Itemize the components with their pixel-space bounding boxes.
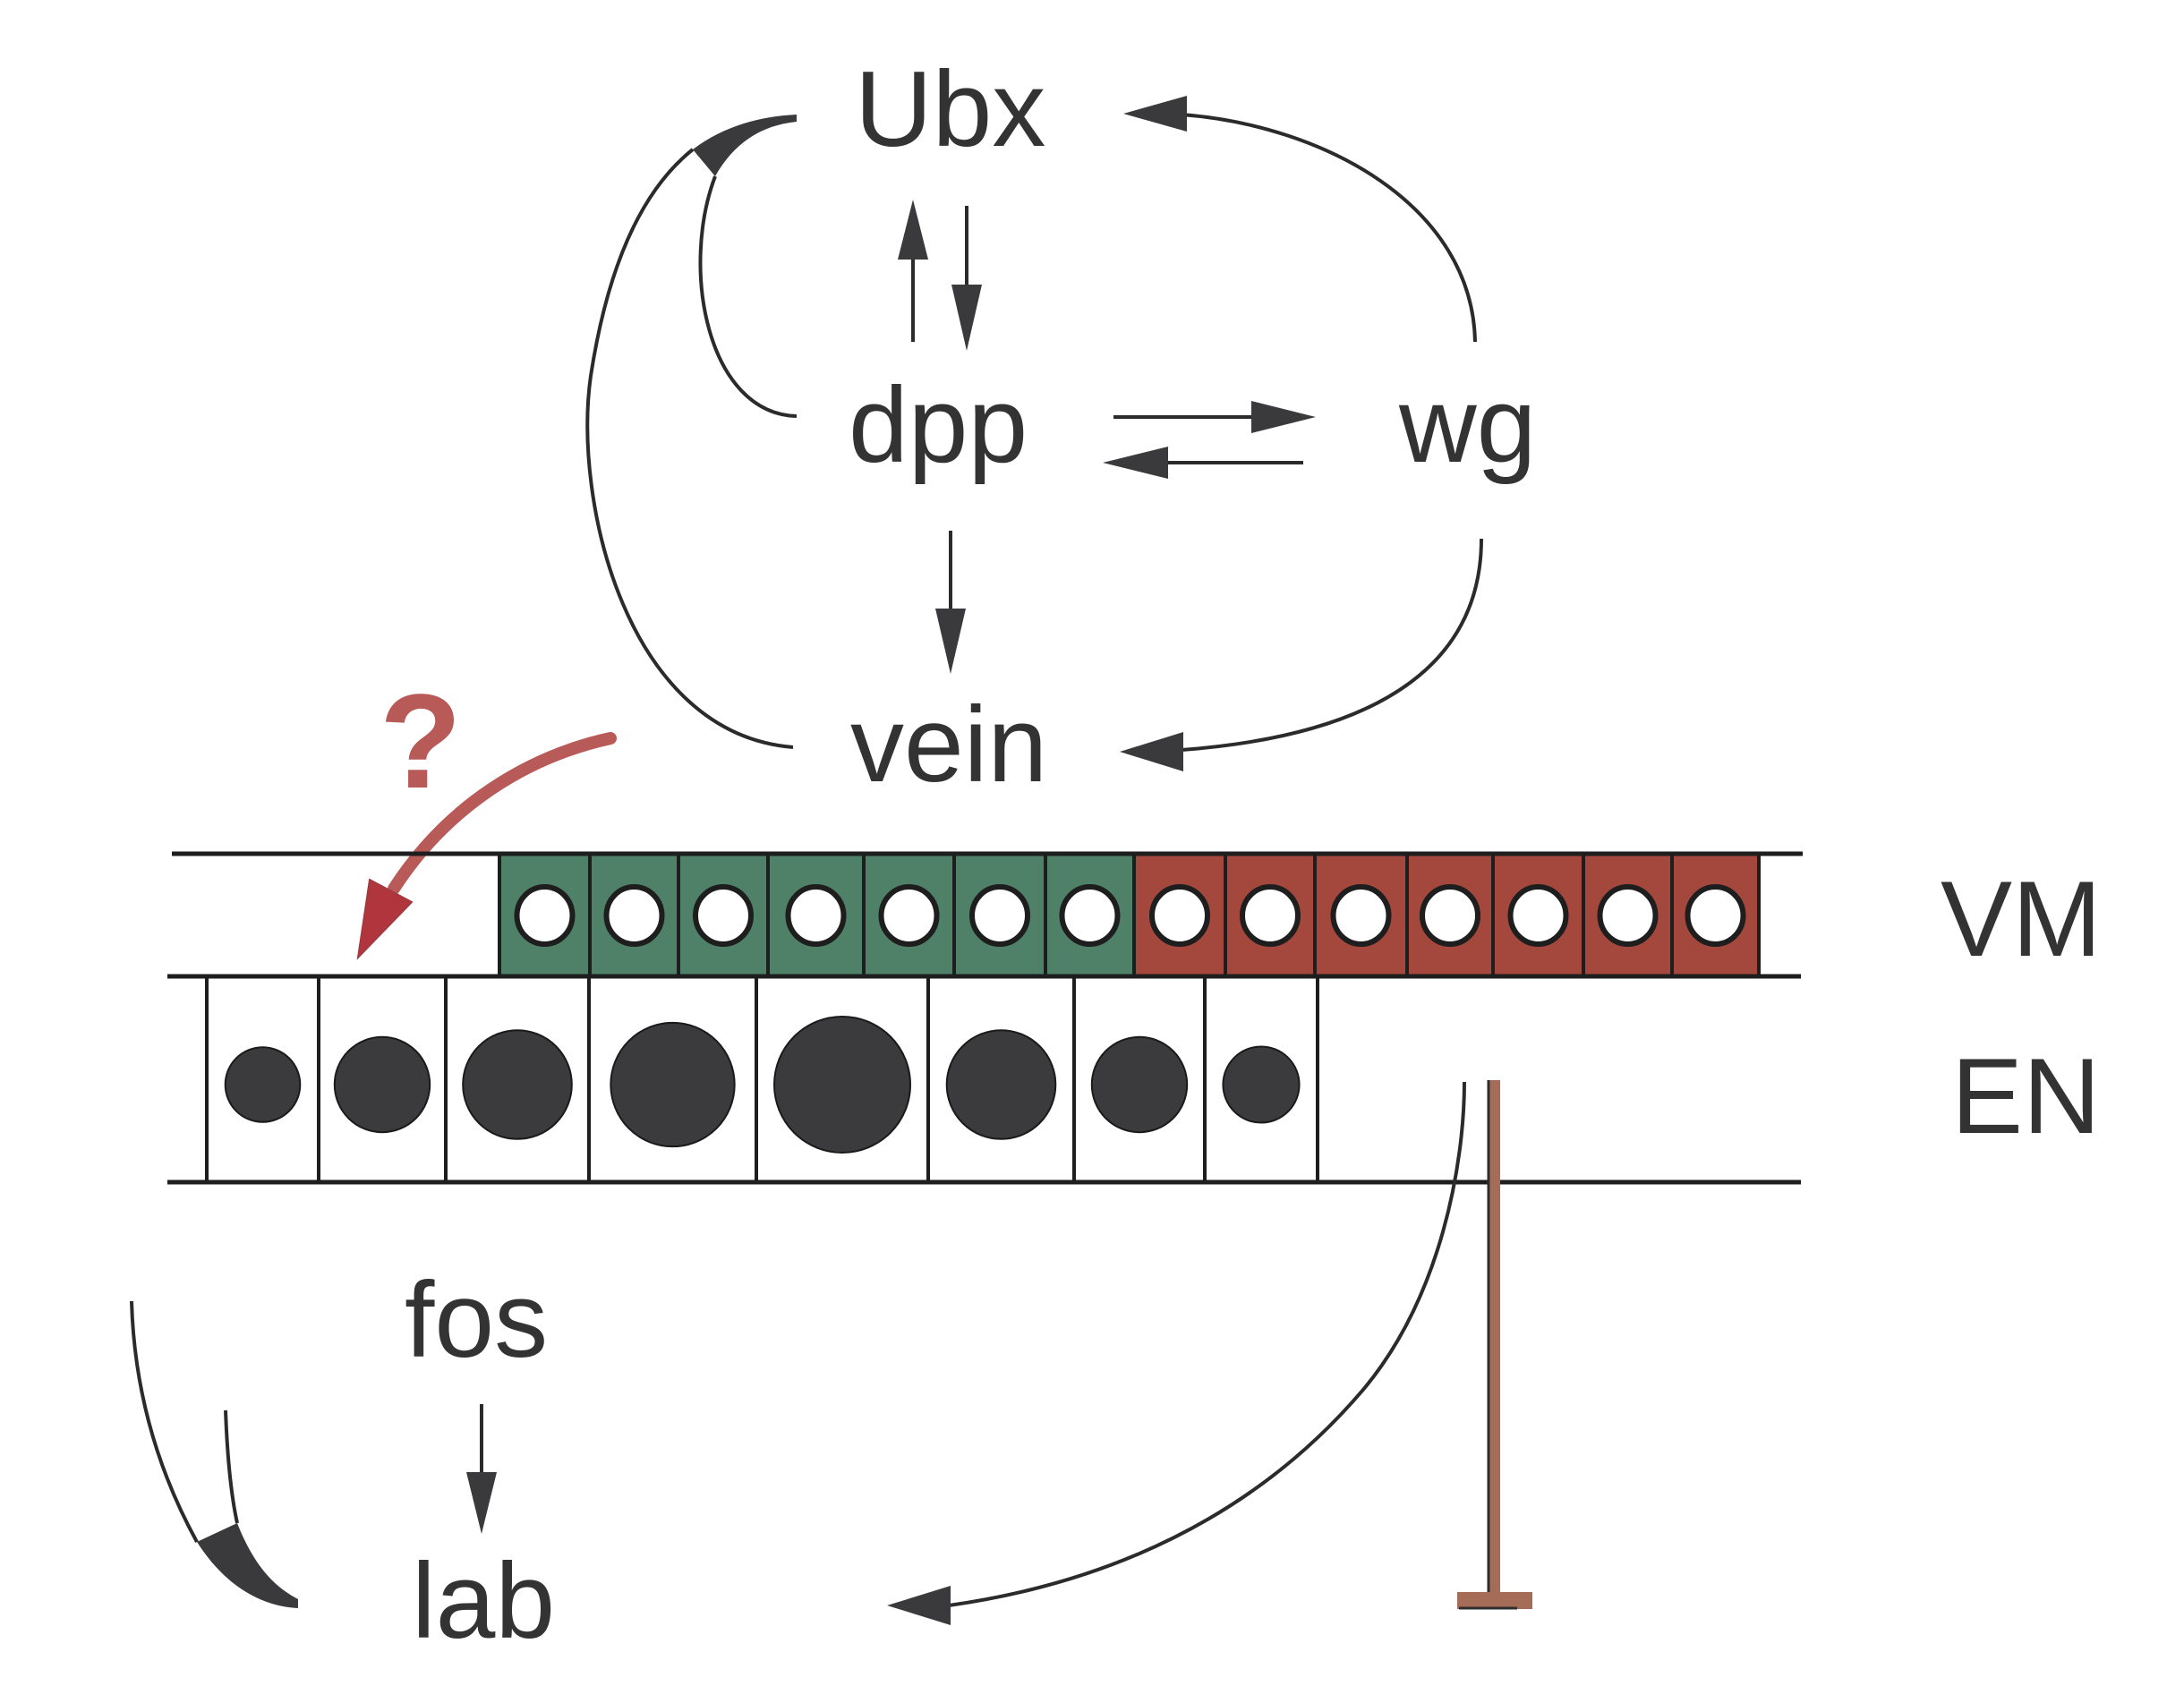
arrow-ubx-to-dpp <box>951 206 982 351</box>
en-nucleus <box>773 1016 911 1154</box>
uncertain-signal: ? <box>356 666 617 960</box>
label-en: EN <box>1951 1036 2101 1156</box>
vm-nucleus <box>1597 884 1659 947</box>
en-nucleus <box>333 1035 431 1134</box>
node-lab: lab <box>412 1541 555 1661</box>
en-nucleus <box>1222 1045 1301 1124</box>
red-curved-arrow <box>388 732 617 895</box>
vm-nucleus <box>1149 884 1210 947</box>
inhibitor-bar <box>1457 1592 1532 1609</box>
red-arrowhead <box>356 878 414 960</box>
node-vein: vein <box>850 685 1047 805</box>
arrow-wg-to-vein <box>1120 538 1483 771</box>
vm-nucleus <box>1059 884 1121 947</box>
en-nucleus <box>610 1021 736 1148</box>
vm-nucleus <box>1330 884 1392 947</box>
vm-nucleus <box>514 884 576 947</box>
arrow-wg-to-ubx <box>1123 96 1477 343</box>
vm-nucleus <box>603 884 665 947</box>
vm-nucleus <box>969 884 1030 947</box>
en-nucleus <box>224 1046 302 1123</box>
en-nucleus <box>945 1029 1057 1140</box>
gene-network: Ubx dpp wg vein <box>585 49 1536 805</box>
vm-nucleus <box>1507 884 1569 947</box>
tissue-layers: VM EN <box>167 851 2102 1185</box>
question-mark: ? <box>380 666 462 816</box>
vm-nucleus <box>1240 884 1301 947</box>
arrow-dpp-to-wg <box>1113 401 1316 433</box>
label-vm: VM <box>1941 859 2102 979</box>
arrow-wg-to-dpp <box>1103 447 1303 479</box>
horn-loop-lab <box>130 1300 298 1608</box>
en-nucleus <box>1090 1035 1189 1134</box>
inhibitor-en-to-lab <box>1457 1080 1532 1610</box>
node-ubx: Ubx <box>855 49 1045 169</box>
vm-nucleus <box>878 884 940 947</box>
inhibitor-stem <box>1488 1080 1500 1599</box>
vm-nucleus <box>1420 884 1480 947</box>
arrow-dpp-to-ubx <box>898 200 928 342</box>
en-nucleus <box>462 1029 573 1140</box>
endoderm-row <box>205 976 1319 1182</box>
node-fos: fos <box>405 1260 548 1380</box>
arrow-fos-to-lab <box>466 1404 497 1534</box>
endoderm-network: fos lab <box>130 1080 1532 1661</box>
visceral-mesoderm-row <box>498 856 1761 975</box>
vm-nucleus <box>1685 884 1746 947</box>
arrow-dpp-to-vein <box>935 531 966 674</box>
node-wg: wg <box>1398 365 1536 485</box>
vm-nucleus <box>785 884 847 947</box>
arrow-en-to-lab <box>887 1081 1466 1625</box>
node-dpp: dpp <box>849 365 1028 485</box>
horn-loop-dpp-vein-to-ubx <box>585 115 798 749</box>
vm-nucleus <box>693 884 754 947</box>
